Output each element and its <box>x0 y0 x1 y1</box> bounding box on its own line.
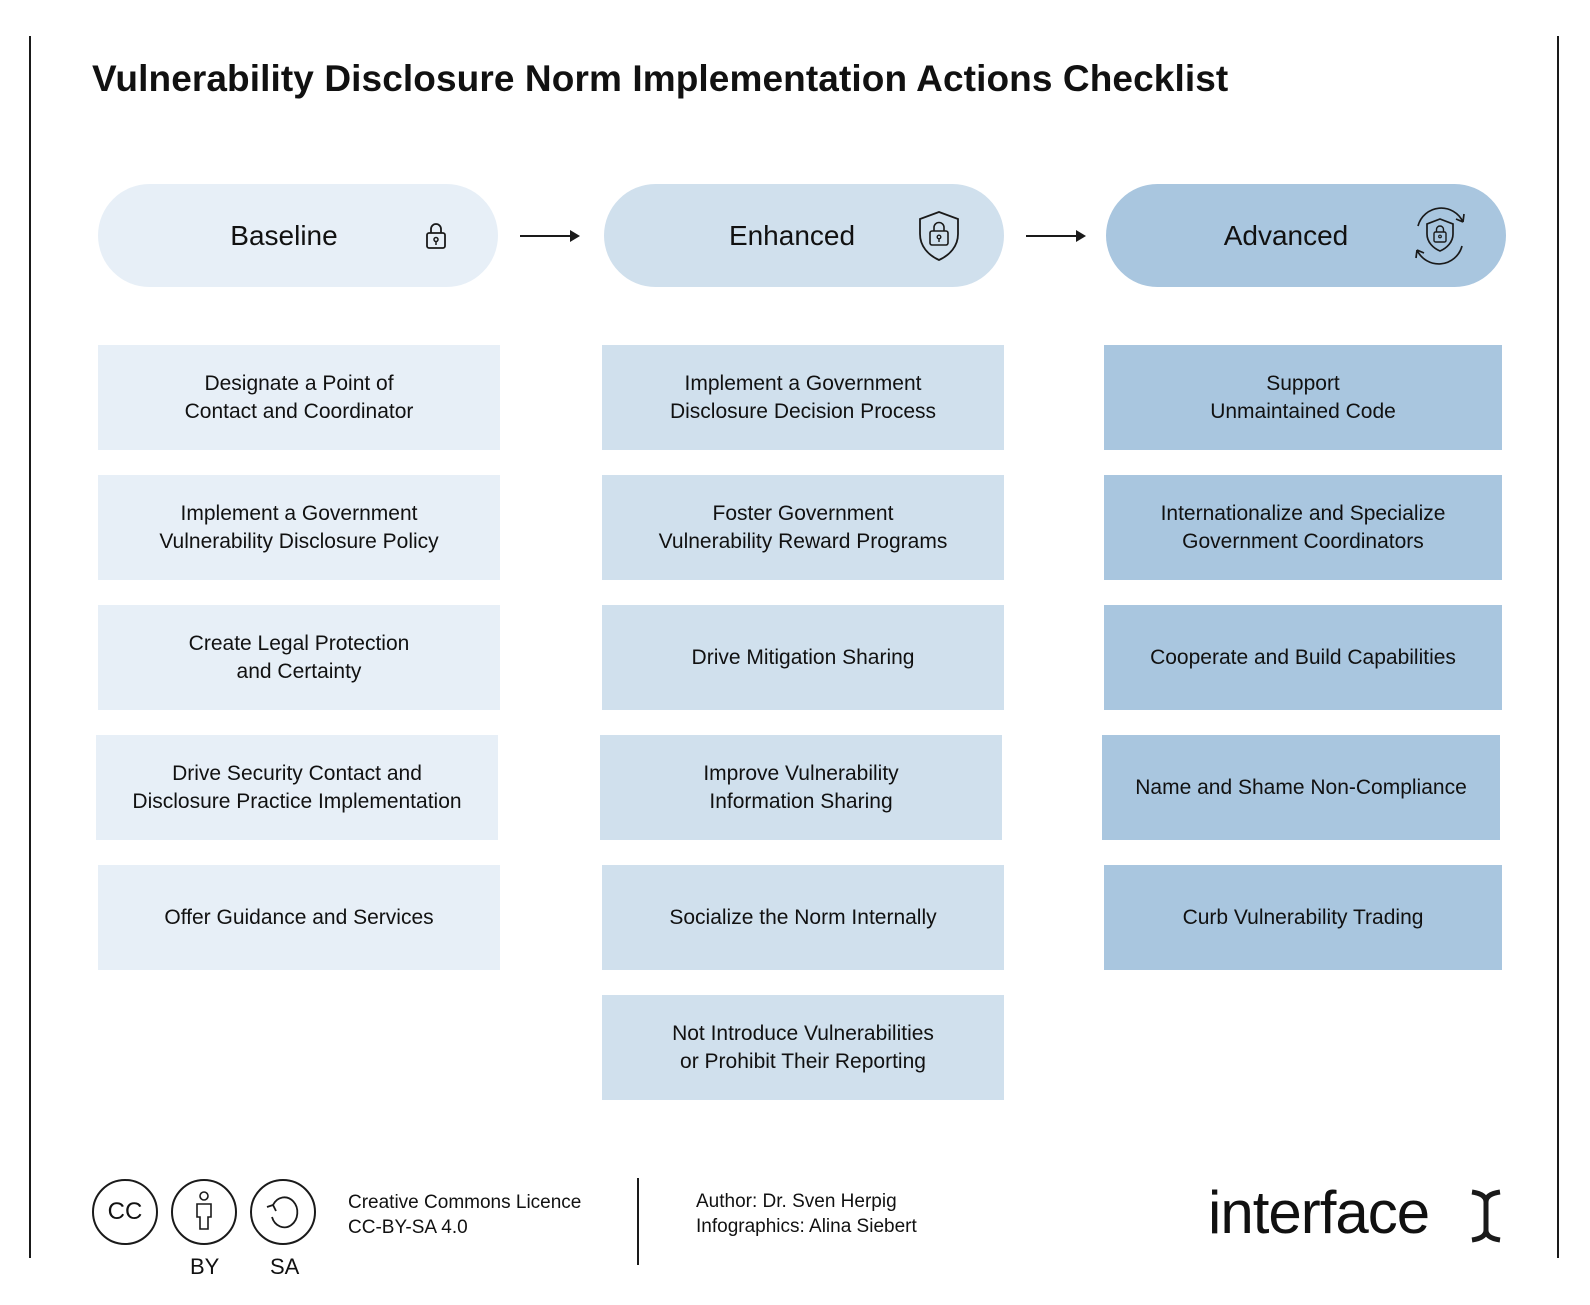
arrow-right-icon <box>1026 230 1086 242</box>
cursor-logo-icon <box>1471 1189 1501 1243</box>
action-advanced-3: Cooperate and Build Capabilities <box>1104 605 1502 710</box>
left-border-line <box>29 36 31 1258</box>
right-border-line <box>1557 36 1559 1258</box>
license-text: Creative Commons Licence CC-BY-SA 4.0 <box>348 1192 582 1238</box>
footer-divider <box>637 1178 639 1265</box>
action-enhanced-3: Drive Mitigation Sharing <box>602 605 1004 710</box>
stage-label-advanced: Advanced <box>1223 220 1349 251</box>
by-label: BY <box>190 1254 220 1279</box>
stage-label-enhanced: Enhanced <box>728 220 856 251</box>
share-alike-icon <box>266 1196 299 1229</box>
action-baseline-1: Designate a Point of Contact and Coordin… <box>98 345 500 450</box>
stage-label-baseline: Baseline <box>230 220 338 251</box>
sa-label: SA <box>270 1254 300 1279</box>
action-enhanced-4: Improve Vulnerability Information Sharin… <box>600 735 1002 840</box>
action-enhanced-1: Implement a Government Disclosure Decisi… <box>602 345 1004 450</box>
stage-pill-advanced: Advanced <box>1106 184 1506 287</box>
action-advanced-2: Internationalize and Specialize Governme… <box>1104 475 1502 580</box>
person-icon <box>196 1191 212 1230</box>
brand-wordmark: interface <box>1208 1179 1430 1246</box>
stage-pill-enhanced: Enhanced <box>604 184 1004 287</box>
action-advanced-1: Support Unmaintained Code <box>1104 345 1502 450</box>
by-badge <box>171 1179 237 1245</box>
shield-lock-cycle-icon <box>1415 207 1465 265</box>
cc-label: CC <box>107 1198 143 1225</box>
action-enhanced-2: Foster Government Vulnerability Reward P… <box>602 475 1004 580</box>
action-baseline-5: Offer Guidance and Services <box>98 865 500 970</box>
action-baseline-2: Implement a Government Vulnerability Dis… <box>98 475 500 580</box>
action-baseline-3: Create Legal Protection and Certainty <box>98 605 500 710</box>
page-title: Vulnerability Disclosure Norm Implementa… <box>92 58 1229 99</box>
action-enhanced-6: Not Introduce Vulnerabilities or Prohibi… <box>602 995 1004 1100</box>
shield-lock-icon <box>919 211 959 261</box>
action-advanced-4: Name and Shame Non-Compliance <box>1102 735 1500 840</box>
action-advanced-5: Curb Vulnerability Trading <box>1104 865 1502 970</box>
action-enhanced-5: Socialize the Norm Internally <box>602 865 1004 970</box>
credits-text: Author: Dr. Sven Herpig Infographics: Al… <box>696 1191 917 1237</box>
sa-badge <box>250 1179 316 1245</box>
action-baseline-4: Drive Security Contact and Disclosure Pr… <box>96 735 498 840</box>
lock-icon <box>426 223 446 249</box>
arrow-right-icon <box>520 230 580 242</box>
interface-logo: interface <box>1208 1178 1430 1248</box>
cc-badge: CC <box>92 1179 158 1245</box>
stage-pill-baseline: Baseline <box>98 184 498 287</box>
